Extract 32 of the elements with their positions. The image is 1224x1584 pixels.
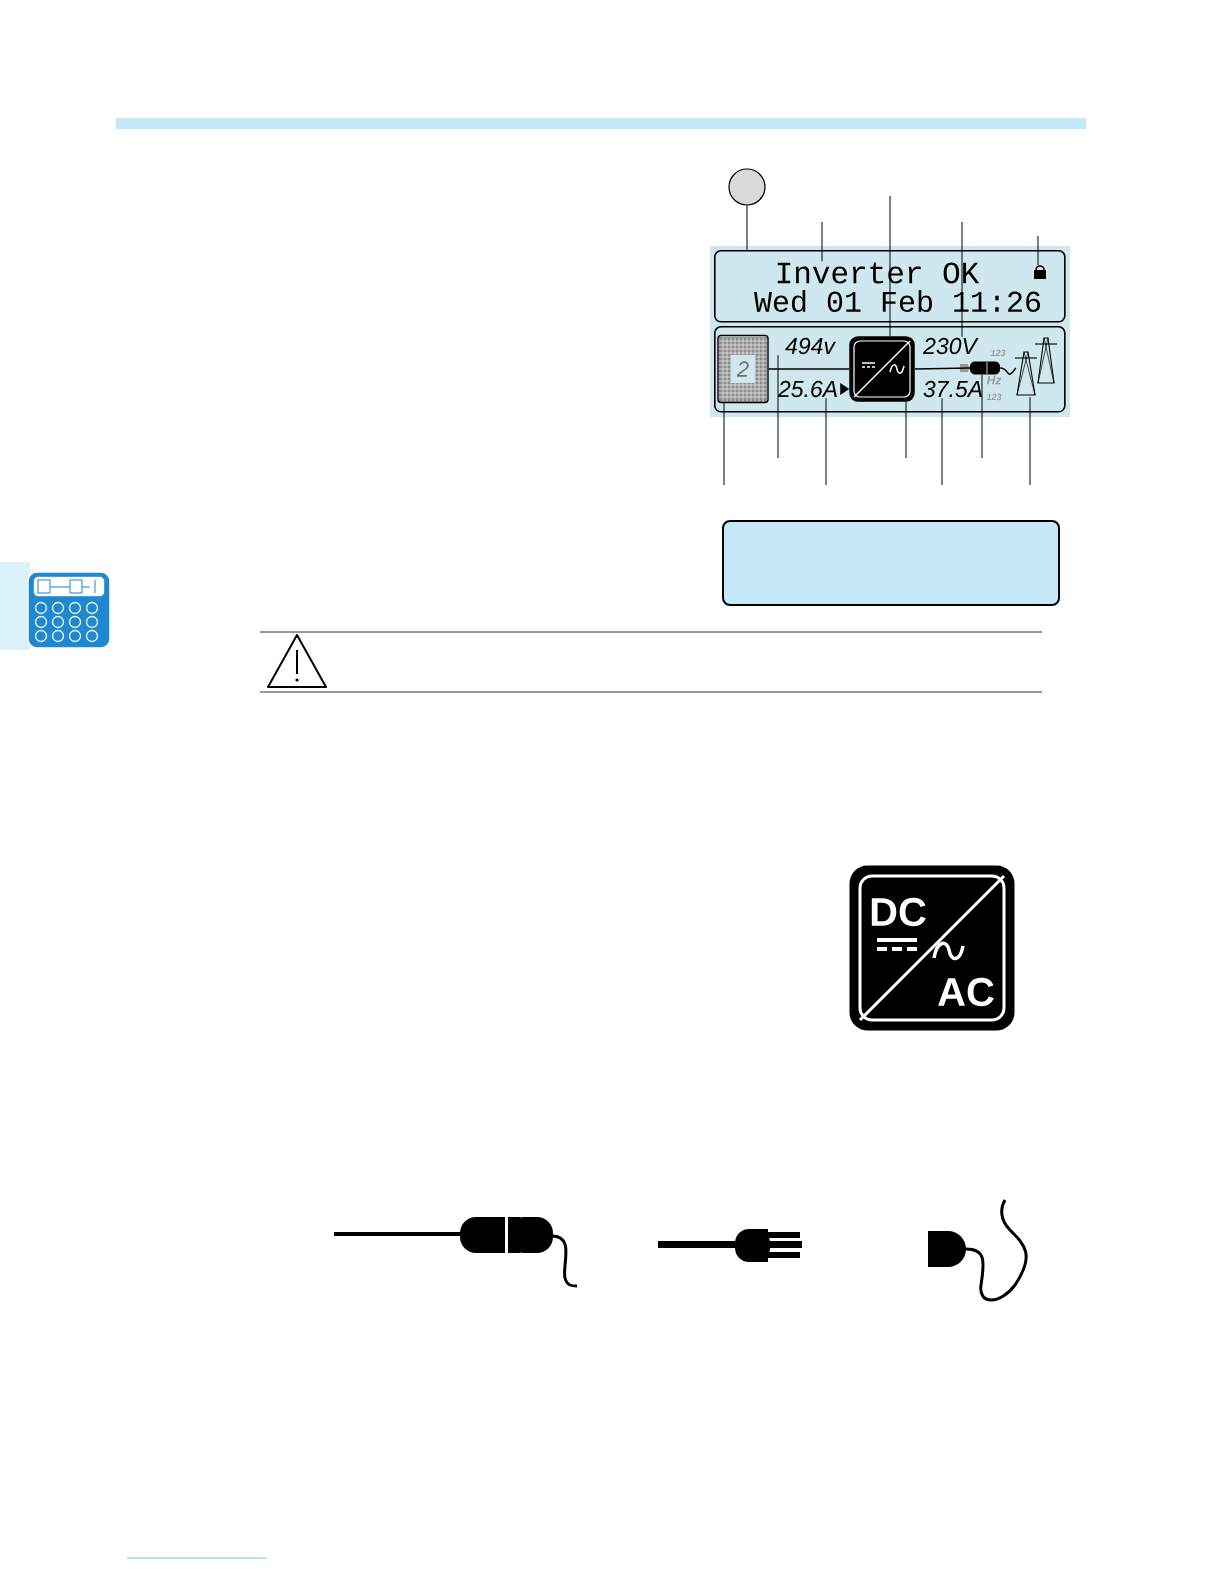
display-value: 230V bbox=[923, 337, 979, 355]
leader-line bbox=[825, 397, 827, 486]
display-value: 25.6A bbox=[777, 380, 837, 398]
leader-line bbox=[941, 397, 943, 486]
lock-icon bbox=[1034, 265, 1046, 279]
connector-line bbox=[914, 367, 971, 370]
leader-line bbox=[961, 221, 963, 338]
display-value: 494v bbox=[785, 337, 837, 355]
display-label: 123 bbox=[986, 393, 1002, 401]
blank-box bbox=[722, 520, 1060, 606]
display-label: Hz bbox=[986, 375, 1002, 385]
display-panel bbox=[714, 250, 1066, 323]
leader-line bbox=[821, 221, 823, 262]
leader-line bbox=[1029, 396, 1031, 486]
callout-circle bbox=[728, 168, 766, 206]
display-text: Wed 01 Feb 11:26 bbox=[754, 289, 1041, 313]
display-text: Inverter OK bbox=[777, 262, 980, 284]
display-panel bbox=[714, 326, 1066, 413]
plug-icon bbox=[960, 361, 1000, 375]
leader-line bbox=[746, 205, 748, 251]
display-value: 37.5A bbox=[923, 380, 982, 398]
connector-line bbox=[999, 367, 1017, 375]
leader-line bbox=[905, 401, 907, 459]
connector-line bbox=[768, 368, 850, 370]
leader-line bbox=[777, 354, 779, 459]
display-label: 123 bbox=[990, 349, 1006, 357]
leader-line bbox=[889, 195, 891, 337]
leader-line bbox=[723, 402, 725, 486]
leader-line bbox=[981, 374, 983, 459]
pylon-icon bbox=[1014, 337, 1058, 396]
leader-line bbox=[1037, 235, 1039, 266]
inverter-icon bbox=[849, 336, 915, 402]
